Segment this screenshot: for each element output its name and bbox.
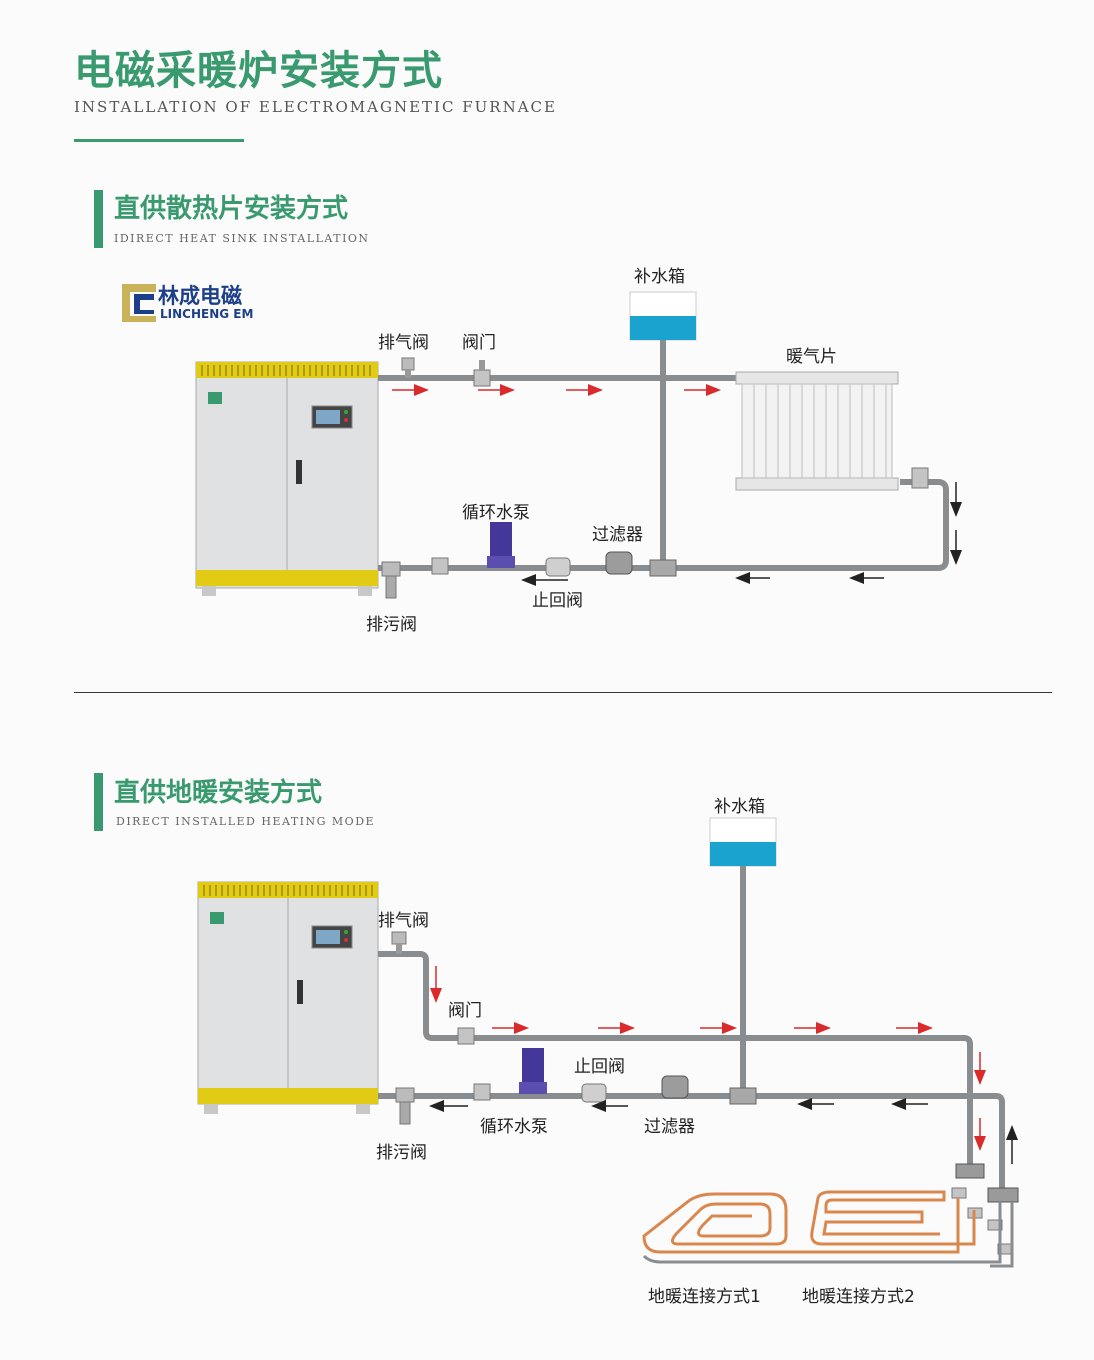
- section2-subtitle: DIRECT INSTALLED HEATING MODE: [116, 815, 376, 828]
- floor-mode-1-label: 地暖连接方式1: [648, 1287, 761, 1307]
- tee-fitting-icon: [649, 559, 677, 577]
- makeup-tank-label-2: 补水箱: [714, 797, 765, 817]
- return-pipe-2: [378, 1093, 1005, 1188]
- page-subtitle: INSTALLATION OF ELECTROMAGNETIC FURNACE: [74, 98, 557, 116]
- exhaust-valve-label-1: 排气阀: [378, 333, 429, 353]
- exhaust-valve-2-icon: [391, 931, 407, 954]
- drain-valve-label-1: 排污阀: [366, 615, 417, 635]
- valve-2-icon: [473, 1083, 491, 1101]
- floor-heating-coil-2: [810, 1190, 976, 1246]
- pump-label-2: 循环水泵: [480, 1117, 548, 1137]
- section1-accent-bar: [94, 190, 103, 248]
- check-valve-label-1: 止回阀: [532, 591, 583, 611]
- section-divider: [74, 692, 1052, 693]
- check-valve-label-2: 止回阀: [574, 1057, 625, 1077]
- tee-fitting-2-icon: [729, 1087, 757, 1105]
- filter-2-icon: [661, 1075, 689, 1099]
- filter-icon: [605, 551, 633, 575]
- makeup-tank-label-1: 补水箱: [634, 267, 685, 287]
- return-flow-arrows-1: [521, 482, 962, 586]
- pump-label-1: 循环水泵: [462, 503, 530, 523]
- boiler-unit-1: [195, 361, 379, 596]
- return-flow-arrows-2: [429, 1098, 1018, 1164]
- gate-valve-icon: [473, 360, 491, 387]
- makeup-tank-2: [709, 817, 777, 1096]
- logo-text-cn: 林成电磁: [158, 284, 242, 308]
- return-pipe-1: [378, 479, 949, 571]
- valve-label-2: 阀门: [448, 1001, 482, 1021]
- drain-valve-2-icon: [395, 1087, 415, 1125]
- check-valve-2-icon: [581, 1083, 607, 1103]
- boiler-unit-2: [197, 881, 379, 1114]
- valve-label-1: 阀门: [462, 333, 496, 353]
- floor-mode-2-label: 地暖连接方式2: [802, 1287, 915, 1307]
- page-title: 电磁采暖炉安装方式: [74, 48, 443, 94]
- filter-label-2: 过滤器: [644, 1117, 695, 1137]
- section2-title: 直供地暖安装方式: [114, 778, 323, 808]
- manifold-icon: [951, 1163, 1019, 1255]
- radiator: [735, 371, 899, 491]
- floor-heating-coil-1: [642, 1192, 960, 1254]
- supply-pipe-2: [378, 951, 973, 1166]
- supply-flow-arrows-2: [430, 966, 986, 1151]
- logo-mark-icon: [122, 284, 156, 322]
- section2-accent-bar: [94, 773, 103, 831]
- drain-valve-icon: [381, 561, 401, 599]
- exhaust-valve-label-2: 排气阀: [378, 911, 429, 931]
- check-valve-icon: [545, 557, 571, 577]
- pump-icon: [487, 522, 515, 568]
- logo-text-en: LINCHENG EM: [160, 307, 254, 321]
- valve-icon: [431, 557, 449, 575]
- section1-title: 直供散热片安装方式: [114, 194, 349, 224]
- floor-return-lines: [642, 1202, 1014, 1268]
- title-underline: [74, 139, 244, 142]
- pump-2-icon: [519, 1048, 547, 1094]
- drain-valve-label-2: 排污阀: [376, 1143, 427, 1163]
- filter-label-1: 过滤器: [592, 525, 643, 545]
- exhaust-valve-icon: [401, 357, 415, 378]
- radiator-label: 暖气片: [786, 347, 837, 367]
- section1-subtitle: IDIRECT HEAT SINK INSTALLATION: [114, 232, 370, 245]
- radiator-valve-icon: [911, 467, 929, 489]
- makeup-tank-1: [629, 291, 697, 568]
- gate-valve-2-icon: [457, 1027, 475, 1045]
